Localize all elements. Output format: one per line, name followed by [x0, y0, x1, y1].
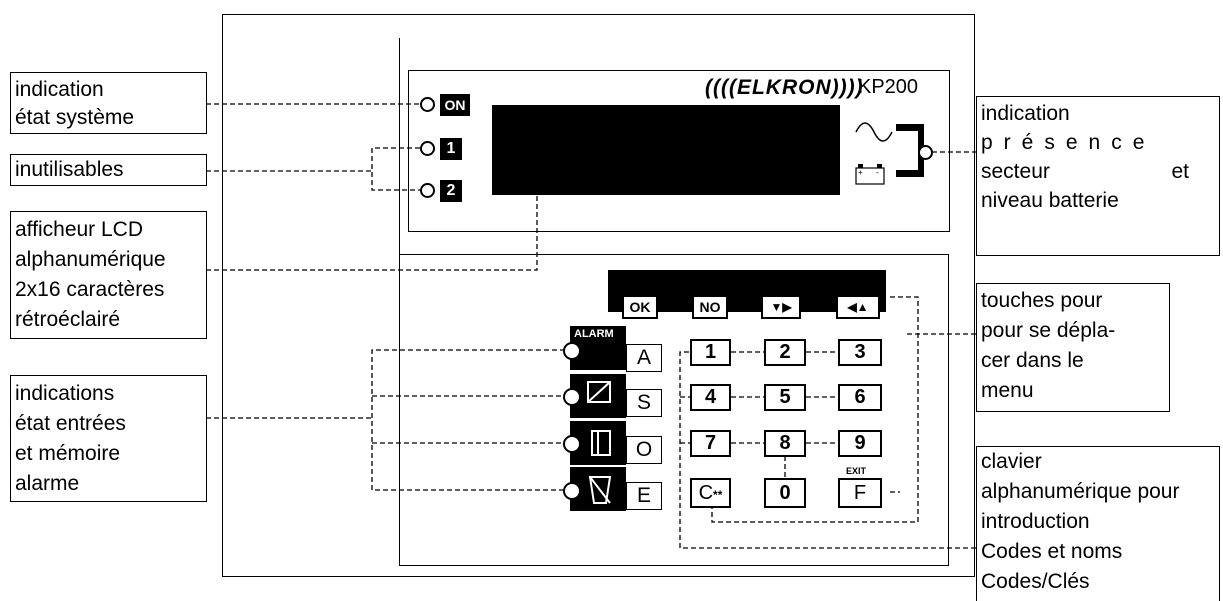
nav-down-right-key[interactable]: ▼▶	[761, 295, 801, 319]
intrusion-zone-icon	[570, 374, 626, 418]
keypad-key-9[interactable]: 9	[838, 430, 882, 457]
zone-led-a	[563, 342, 581, 360]
zone-led-s	[563, 388, 581, 406]
led-on	[420, 97, 435, 112]
zone-led-o	[563, 435, 581, 453]
keypad-key-c[interactable]: C**	[690, 478, 731, 508]
no-key[interactable]: NO	[692, 295, 728, 319]
callout-mains-line2: présence	[981, 131, 1156, 154]
device-outer-frame	[222, 14, 975, 577]
zone-led-e	[563, 482, 581, 500]
nav-left-up-key[interactable]: ◀▲	[836, 295, 880, 319]
keypad-key-3[interactable]: 3	[838, 339, 882, 366]
zone-key-o[interactable]: O	[626, 436, 662, 464]
keypad-key-0[interactable]: 0	[764, 478, 806, 508]
callout-lcd: afficheur LCD alphanumérique 2x16 caract…	[10, 211, 207, 339]
zone-key-e[interactable]: E	[626, 482, 662, 510]
callout-keyboard: clavier alphanumérique pour introduction…	[976, 446, 1220, 601]
led-2-label: 2	[440, 180, 462, 202]
led-mains	[918, 145, 933, 160]
device-divider-line	[399, 38, 400, 566]
svg-text:+: +	[858, 168, 863, 177]
led-1	[420, 141, 435, 156]
callout-mains-word-secteur: secteur	[981, 160, 1050, 183]
callout-unused-line1: inutilisables	[15, 158, 124, 181]
model-name: KP200	[858, 76, 919, 98]
zone-key-a[interactable]: A	[626, 344, 662, 372]
led-2	[420, 183, 435, 198]
keypad-key-c-label: C	[698, 482, 714, 504]
callout-lcd-line3: 2x16 caractères	[15, 278, 165, 301]
callout-unused: inutilisables	[10, 154, 207, 186]
display-panel	[408, 70, 950, 232]
svg-text:-: -	[876, 168, 879, 177]
callout-menu-keys-line4: menu	[981, 379, 1034, 402]
callout-menu-keys: touches pour pour se dépla- cer dans le …	[976, 283, 1170, 412]
ok-key[interactable]: OK	[622, 295, 658, 319]
callout-mains-line1: indication	[981, 102, 1070, 125]
callout-menu-keys-line3: cer dans le	[981, 349, 1084, 372]
mains-battery-icon: + -	[855, 122, 924, 185]
callout-inputs-line3: et mémoire	[15, 442, 121, 465]
keypad-panel	[399, 254, 949, 566]
callout-keyboard-line3: introduction	[981, 510, 1090, 533]
keypad-key-7[interactable]: 7	[690, 430, 731, 457]
zone-key-s[interactable]: S	[626, 389, 662, 417]
callout-mains-line3: secteur et	[981, 157, 1189, 186]
callout-keyboard-line5: Codes/Clés	[981, 570, 1090, 593]
callout-system-state-line2: état système	[15, 106, 135, 129]
callout-menu-keys-line1: touches pour	[981, 289, 1103, 312]
keypad-key-2[interactable]: 2	[764, 339, 806, 366]
callout-inputs-line4: alarme	[15, 472, 80, 495]
led-on-label: ON	[440, 94, 470, 116]
keypad-key-4[interactable]: 4	[690, 384, 731, 411]
keypad-key-1[interactable]: 1	[690, 339, 731, 366]
keypad-key-8[interactable]: 8	[764, 430, 806, 457]
callout-mains-line4: niveau batterie	[981, 189, 1119, 212]
exit-caption: EXIT	[846, 466, 867, 476]
callout-lcd-line2: alphanumérique	[15, 248, 166, 271]
brand-logo: ((((ELKRON))))	[705, 76, 864, 99]
callout-inputs-line2: état entrées	[15, 412, 126, 435]
callout-keyboard-line4: Codes et noms	[981, 540, 1123, 563]
keypad-key-c-suffix: **	[713, 488, 723, 502]
keypad-key-f[interactable]: F	[838, 478, 882, 508]
callout-mains-word-et: et	[1171, 160, 1189, 183]
callout-keyboard-line1: clavier	[981, 450, 1042, 473]
callout-inputs-line1: indications	[15, 382, 115, 405]
callout-mains: indication présence secteur et niveau ba…	[976, 96, 1220, 256]
callout-system-state: indication état système	[10, 72, 207, 134]
keypad-key-6[interactable]: 6	[838, 384, 882, 411]
callout-lcd-line4: rétroéclairé	[15, 308, 121, 331]
callout-inputs: indications état entrées et mémoire alar…	[10, 375, 207, 502]
alarm-label: ALARM	[574, 328, 614, 340]
callout-menu-keys-line2: pour se dépla-	[981, 319, 1116, 342]
lcd-display	[492, 105, 840, 195]
callout-lcd-line1: afficheur LCD	[15, 218, 144, 241]
keypad-key-5[interactable]: 5	[764, 384, 806, 411]
callout-system-state-line1: indication	[15, 78, 104, 101]
led-1-label: 1	[440, 138, 462, 160]
callout-keyboard-line2: alphanumérique pour	[981, 480, 1180, 503]
